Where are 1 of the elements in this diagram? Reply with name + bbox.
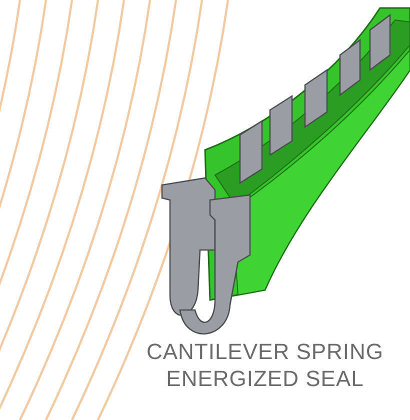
caption: CANTILEVER SPRING ENERGIZED SEAL bbox=[145, 338, 385, 392]
